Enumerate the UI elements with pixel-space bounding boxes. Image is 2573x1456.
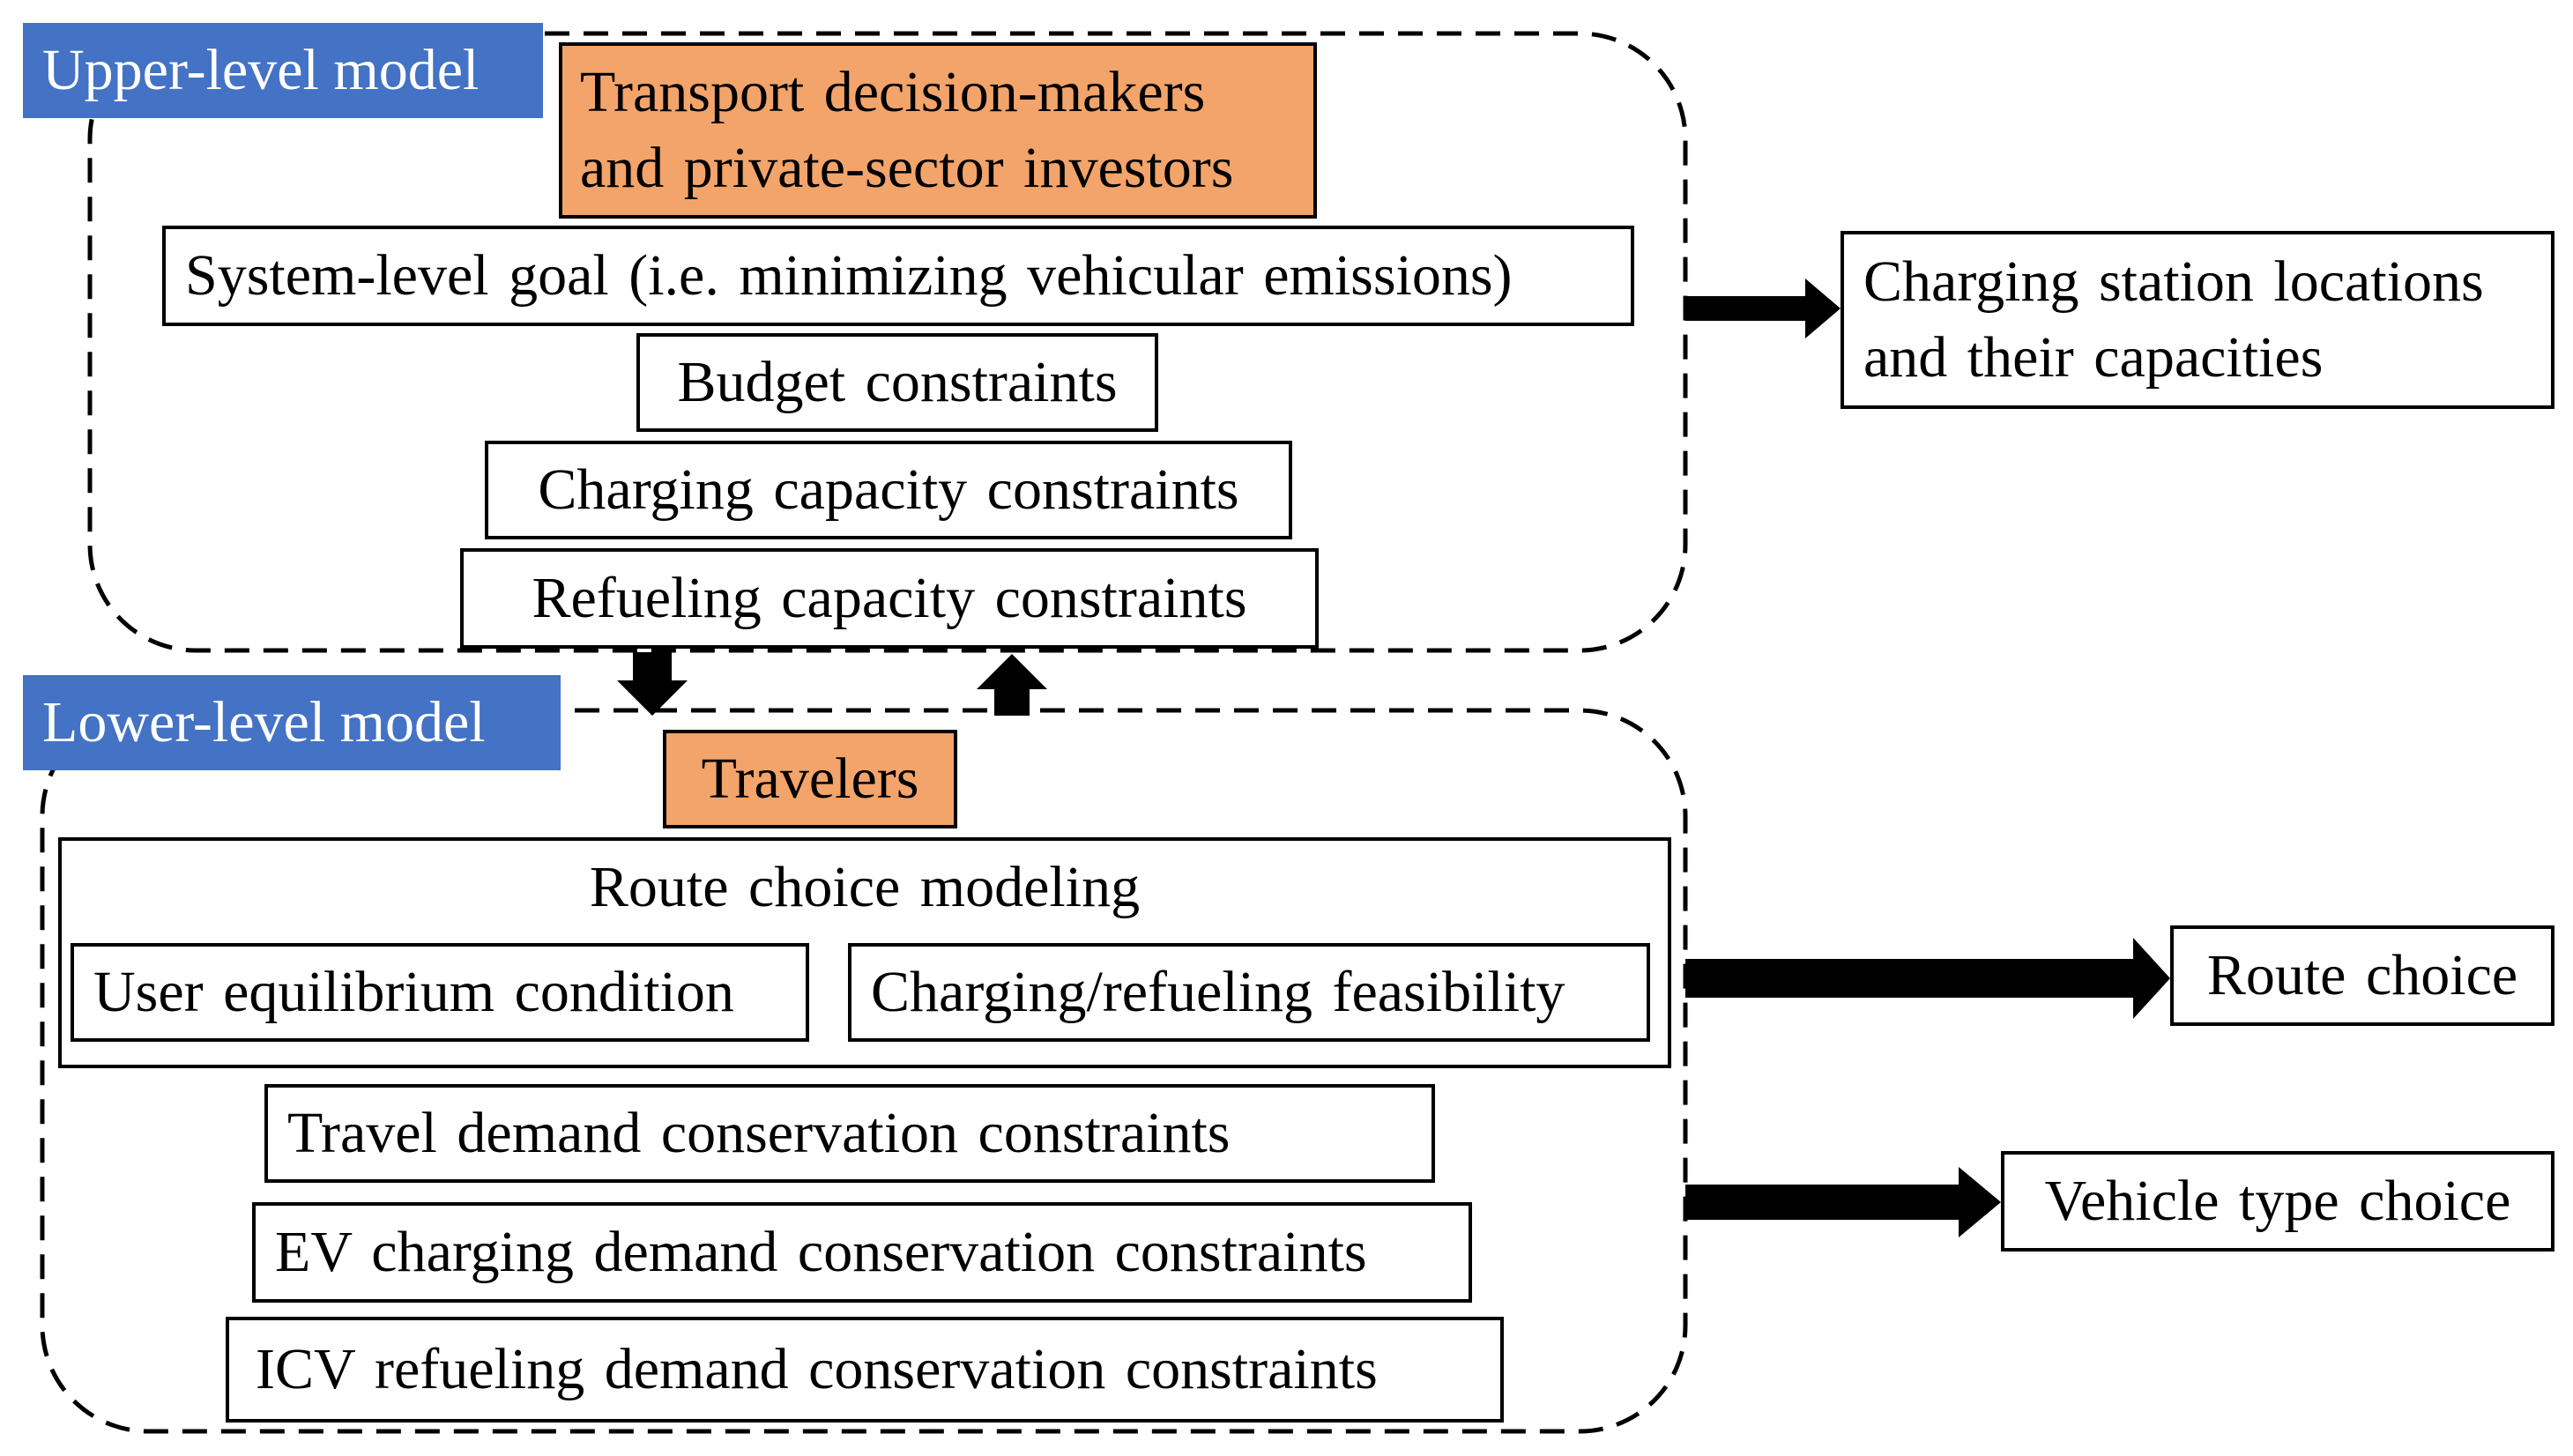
charging-capacity-box: Charging capacity constraints (485, 441, 1292, 539)
arrow-to-vehicle-type (1685, 1167, 2001, 1237)
upper-level-group (87, 31, 1688, 653)
up-arrow (977, 654, 1047, 716)
system-goal-box: System-level goal (i.e. minimizing vehic… (162, 226, 1634, 326)
upper-actor-box: Transport decision-makers and private-se… (559, 42, 1317, 219)
travelers-box: Travelers (663, 730, 957, 828)
refueling-capacity-box: Refueling capacity constraints (460, 548, 1319, 649)
travel-demand-box: Travel demand conservation constraints (264, 1084, 1435, 1183)
station-output-line2: and their capacities (1863, 325, 2324, 390)
arrow-to-route-choice (1685, 938, 2170, 1019)
arrow-to-station-output (1685, 279, 1841, 338)
icv-refueling-demand-box: ICV refueling demand conservation constr… (226, 1317, 1504, 1423)
lower-level-group (40, 708, 1688, 1434)
budget-constraints-box: Budget constraints (636, 333, 1158, 432)
upper-actor-line1: Transport decision-makers (580, 60, 1206, 125)
route-choice-output-box: Route choice (2170, 925, 2554, 1026)
upper-level-tag: Upper-level model (23, 23, 543, 118)
lower-level-tag: Lower-level model (23, 675, 561, 770)
upper-actor-line2: and private-sector investors (580, 136, 1234, 200)
charging-feasibility-box: Charging/refueling feasibility (848, 943, 1650, 1042)
ev-charging-demand-box: EV charging demand conservation constrai… (252, 1202, 1472, 1303)
station-output-line1: Charging station locations (1863, 249, 2484, 315)
station-output-box: Charging station locations and their cap… (1841, 231, 2554, 409)
vehicle-type-output-box: Vehicle type choice (2001, 1151, 2554, 1252)
down-arrow (617, 652, 688, 716)
route-choice-title: Route choice modeling (589, 855, 1141, 919)
user-equilibrium-box: User equilibrium condition (71, 943, 809, 1042)
